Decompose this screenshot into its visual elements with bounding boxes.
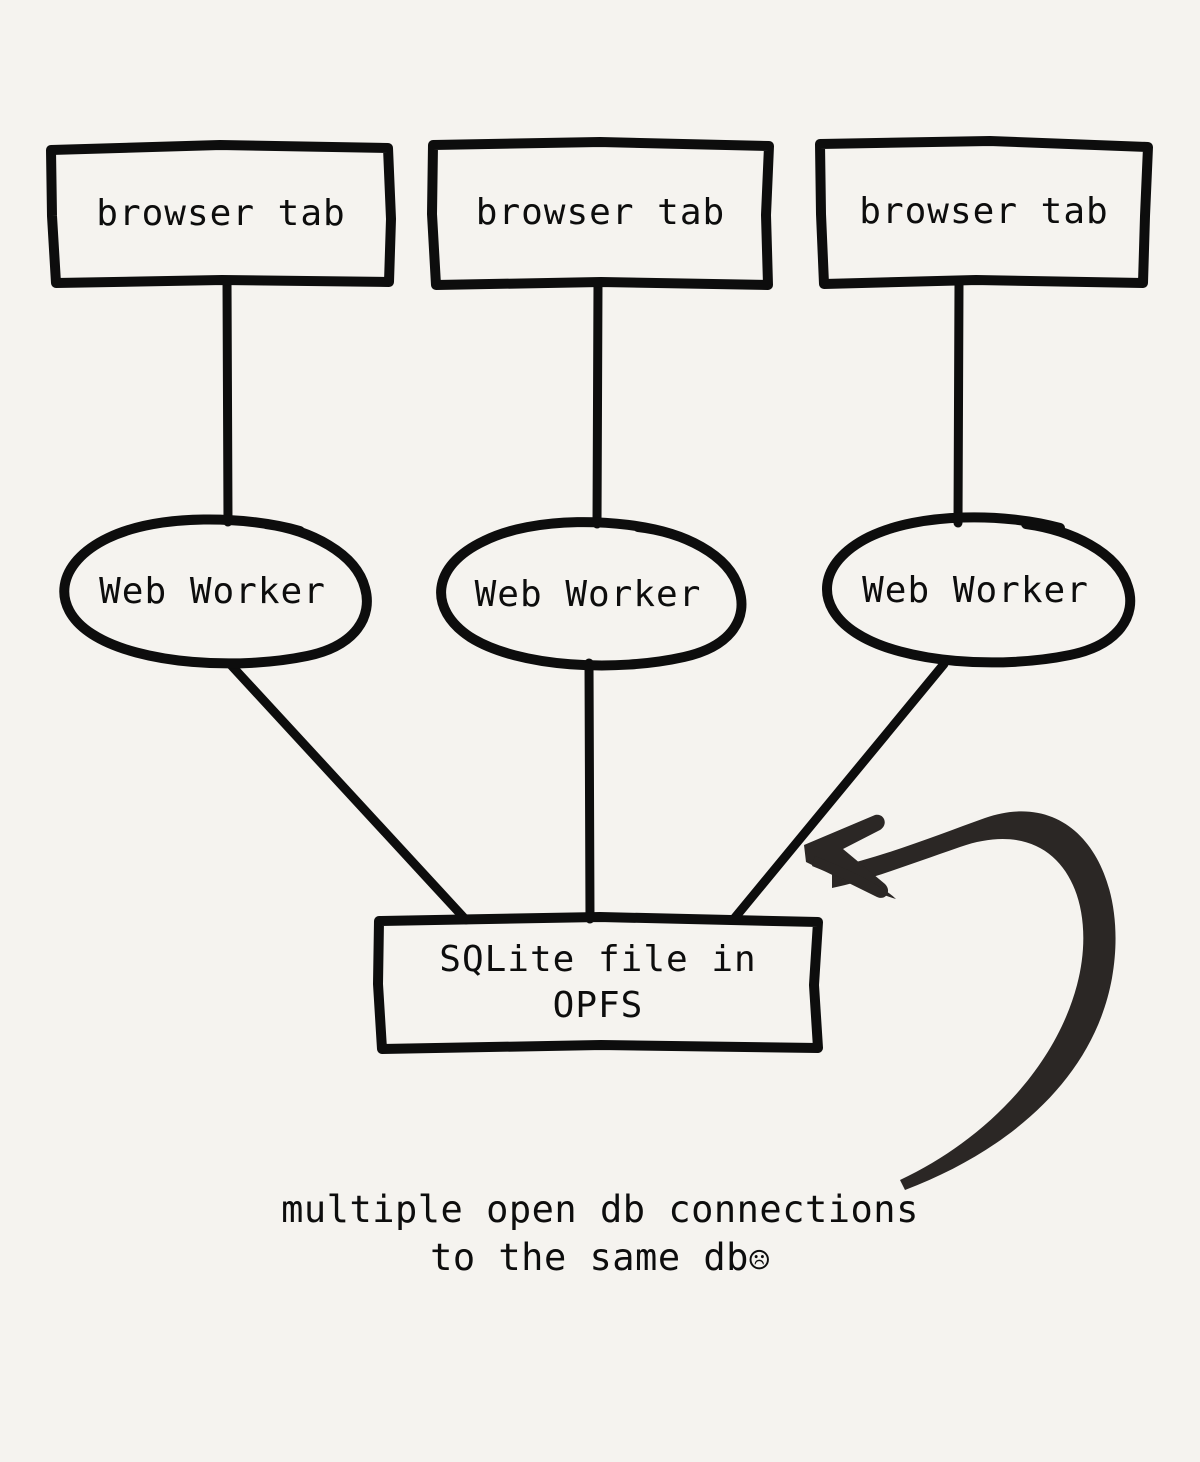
connector-worker3-store [728,659,949,925]
connector-worker1-store [225,659,471,925]
annotation-arrow-head-barb [812,856,896,899]
web-worker-ellipse-1[interactable] [59,514,372,669]
annotation-caption: multiple open db connections to the same… [0,1186,1200,1283]
sqlite-store-box[interactable] [373,912,823,1054]
connector-tab3-worker3 [953,279,964,528]
web-worker-ellipse-2[interactable] [436,517,747,671]
browser-tab-box-3[interactable] [815,136,1153,289]
connector-worker2-store [584,658,595,924]
connector-group-tab-to-worker [222,276,964,529]
connector-tab1-worker1 [222,276,233,527]
annotation-arrow [804,811,1116,1190]
annotation-caption-line2: to the same db [430,1236,749,1280]
annotation-arrow-head [804,814,889,898]
sqlite-store-box-group [373,912,823,1054]
web-worker-ellipses [59,512,1136,671]
web-worker-ellipse-3[interactable] [822,512,1136,668]
annotation-caption-line1: multiple open db connections [281,1188,919,1231]
connector-group-worker-to-store [225,658,949,925]
connector-tab2-worker2 [592,278,603,529]
annotation-arrow-curve [832,811,1116,1190]
sad-face-icon: ☹ [748,1241,770,1282]
browser-tab-box-1[interactable] [46,140,396,288]
browser-tab-box-2[interactable] [427,137,774,290]
browser-tab-boxes [46,136,1153,290]
